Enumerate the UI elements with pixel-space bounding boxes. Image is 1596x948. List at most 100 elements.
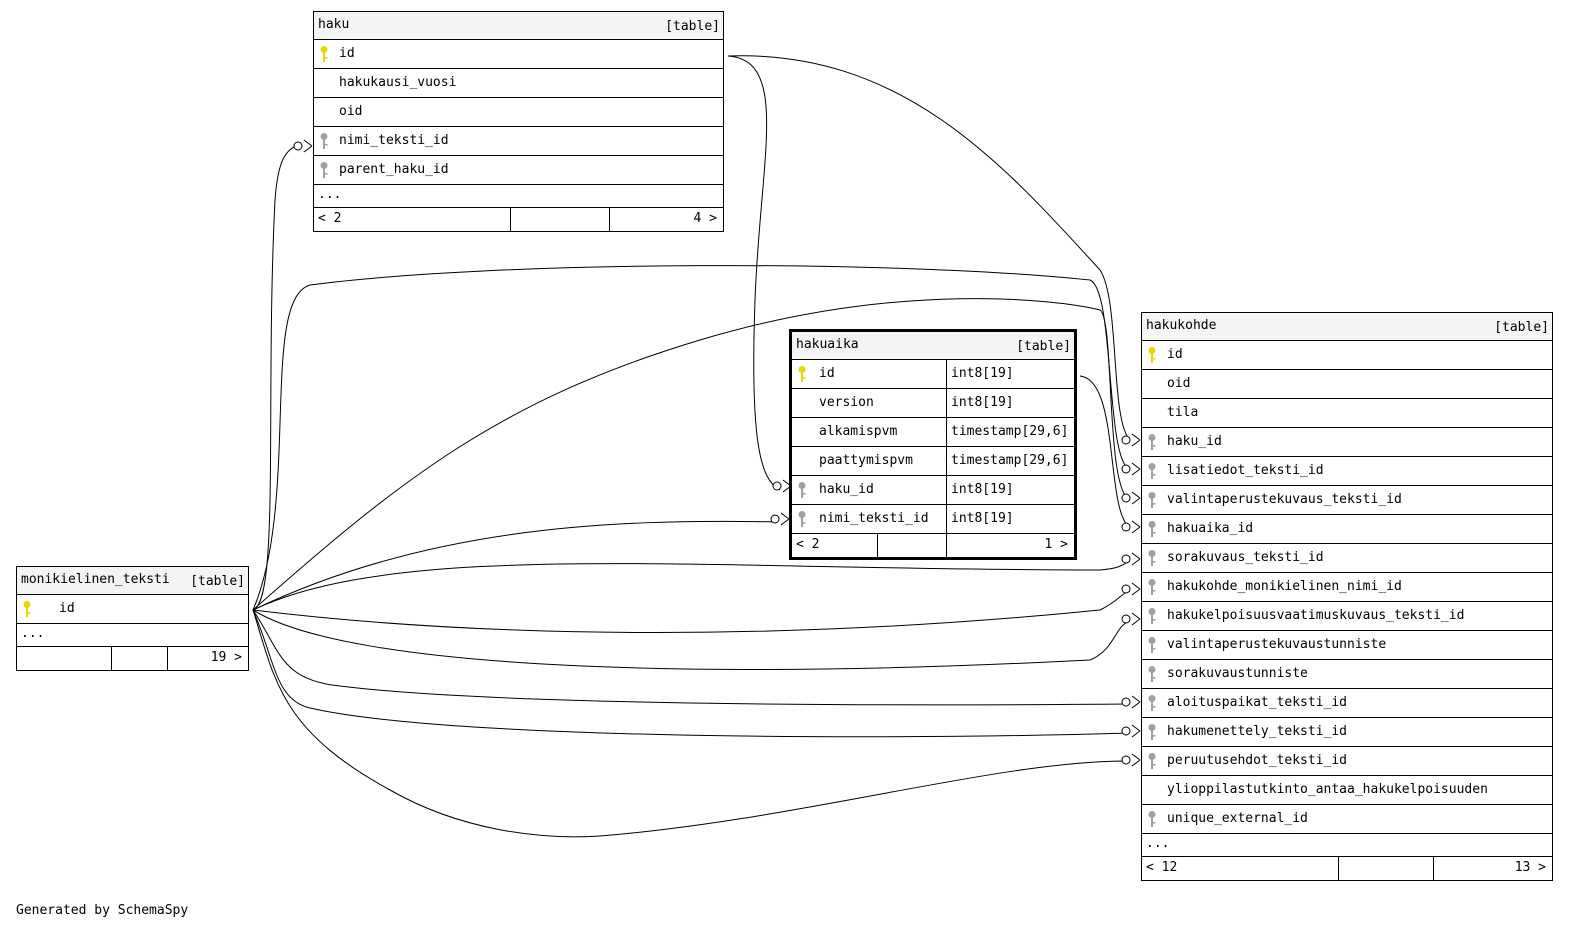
column-row[interactable]: unique_external_id <box>1142 805 1552 834</box>
column-name: valintaperustekuvaustunniste <box>1167 637 1387 652</box>
column-row[interactable]: id <box>1142 341 1552 370</box>
column-name: oid <box>1167 376 1191 391</box>
column-name: haku_id <box>819 482 874 497</box>
foreign-key-icon <box>1146 433 1158 451</box>
table-header: haku [table] <box>314 12 723 40</box>
column-row[interactable]: oid <box>1142 370 1552 399</box>
column-row[interactable]: hakukohde_monikielinen_nimi_id <box>1142 573 1552 602</box>
foreign-key-icon <box>1146 694 1158 712</box>
column-name: ylioppilastutkinto_antaa_hakukelpoisuude… <box>1167 782 1488 797</box>
primary-key-icon <box>318 45 330 63</box>
column-row[interactable]: parent_haku_id <box>314 156 723 185</box>
column-type: int8[19] <box>946 505 1014 533</box>
column-row[interactable]: lisatiedot_teksti_id <box>1142 457 1552 486</box>
parents-count[interactable]: 13 > <box>1514 860 1546 875</box>
column-name: paattymispvm <box>819 453 913 468</box>
column-list: id <box>17 595 248 624</box>
table-name: haku <box>318 17 350 32</box>
table-name: hakukohde <box>1146 318 1217 333</box>
column-row[interactable]: hakuaika_id <box>1142 515 1552 544</box>
foreign-key-icon <box>1146 810 1158 828</box>
foreign-key-icon <box>796 510 808 528</box>
column-row[interactable]: id int8[19] <box>792 360 1074 389</box>
table-footer: 19 > <box>17 647 248 670</box>
column-row[interactable]: aloituspaikat_teksti_id <box>1142 689 1552 718</box>
foreign-key-icon <box>318 132 330 150</box>
foreign-key-icon <box>1146 520 1158 538</box>
more-columns: ... <box>314 185 723 208</box>
column-row[interactable]: valintaperustekuvaus_teksti_id <box>1142 486 1552 515</box>
edge-hakuaika-haku <box>727 55 781 491</box>
parents-count[interactable]: 4 > <box>693 211 717 226</box>
table-name: monikielinen_teksti <box>21 572 170 587</box>
column-row[interactable]: hakumenettely_teksti_id <box>1142 718 1552 747</box>
parents-count[interactable]: 1 > <box>1044 537 1068 552</box>
column-row[interactable]: nimi_teksti_id int8[19] <box>792 505 1074 534</box>
column-row[interactable]: valintaperustekuvaustunniste <box>1142 631 1552 660</box>
foreign-key-icon <box>1146 491 1158 509</box>
column-row[interactable]: sorakuvaustunniste <box>1142 660 1552 689</box>
column-type: int8[19] <box>946 360 1014 388</box>
column-name: sorakuvaus_teksti_id <box>1167 550 1324 565</box>
foreign-key-icon <box>1146 607 1158 625</box>
edge-hakukohde-menettely <box>252 609 1131 738</box>
column-name: haku_id <box>1167 434 1222 449</box>
edge-hakukohde-hakuaika <box>1079 375 1131 529</box>
foreign-key-icon <box>1146 549 1158 567</box>
column-row[interactable]: ylioppilastutkinto_antaa_hakukelpoisuude… <box>1142 776 1552 805</box>
primary-key-icon <box>796 365 808 383</box>
column-row[interactable]: id <box>17 595 248 624</box>
column-name: id <box>819 366 835 381</box>
column-row[interactable]: tila <box>1142 399 1552 428</box>
column-name: peruutusehdot_teksti_id <box>1167 753 1348 768</box>
table-footer: < 2 1 > <box>792 534 1074 557</box>
children-count[interactable]: < 2 <box>796 537 820 552</box>
column-type: timestamp[29,6] <box>946 447 1068 475</box>
edge-hakukohde-aloitus <box>252 609 1131 706</box>
column-row[interactable]: hakukausi_vuosi <box>314 69 723 98</box>
column-name: valintaperustekuvaus_teksti_id <box>1167 492 1402 507</box>
edge-hakukohde-nimi <box>252 590 1131 633</box>
children-count[interactable]: < 12 <box>1146 860 1178 875</box>
table-name: hakuaika <box>796 337 859 352</box>
column-name: hakukohde_monikielinen_nimi_id <box>1167 579 1402 594</box>
column-name: tila <box>1167 405 1199 420</box>
edge-hakukohde-kelpoisuus <box>252 609 1131 670</box>
edge-hakukohde-sorakuvaus <box>252 560 1131 611</box>
column-row[interactable]: sorakuvaus_teksti_id <box>1142 544 1552 573</box>
column-row[interactable]: nimi_teksti_id <box>314 127 723 156</box>
edge-haku-nimi <box>252 143 301 611</box>
column-row[interactable]: paattymispvm timestamp[29,6] <box>792 447 1074 476</box>
parents-count[interactable]: 19 > <box>210 650 242 665</box>
children-count[interactable]: < 2 <box>318 211 342 226</box>
table-type: [table] <box>1494 320 1549 335</box>
column-name: hakuaika_id <box>1167 521 1254 536</box>
column-name: hakukausi_vuosi <box>339 75 457 90</box>
table-header: monikielinen_teksti [table] <box>17 567 248 595</box>
foreign-key-icon <box>318 161 330 179</box>
column-type: timestamp[29,6] <box>946 418 1068 446</box>
foreign-key-icon <box>1146 578 1158 596</box>
generated-by-credit: Generated by SchemaSpy <box>16 903 189 918</box>
column-name: nimi_teksti_id <box>819 511 929 526</box>
column-row[interactable]: id <box>314 40 723 69</box>
column-row[interactable]: peruutusehdot_teksti_id <box>1142 747 1552 776</box>
column-row[interactable]: oid <box>314 98 723 127</box>
column-row[interactable]: haku_id <box>1142 428 1552 457</box>
foreign-key-icon <box>1146 462 1158 480</box>
table-monikielinen-teksti[interactable]: monikielinen_teksti [table] id ... 19 > <box>16 566 249 671</box>
foreign-key-icon <box>1146 723 1158 741</box>
foreign-key-icon <box>1146 665 1158 683</box>
column-name: nimi_teksti_id <box>339 133 449 148</box>
table-footer: < 2 4 > <box>314 208 723 231</box>
column-row[interactable]: hakukelpoisuusvaatimuskuvaus_teksti_id <box>1142 602 1552 631</box>
